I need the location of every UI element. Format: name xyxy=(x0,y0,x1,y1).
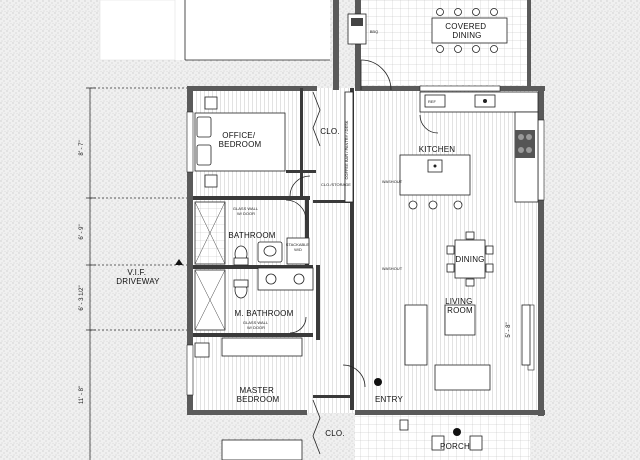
bathroom-fixtures xyxy=(194,201,314,331)
label-vif-driveway: V.I.F. DRIVEWAY xyxy=(116,268,160,286)
dining-set xyxy=(446,231,494,287)
dimension-2: 6' - 9" xyxy=(79,224,85,239)
label-dining: DINING xyxy=(455,255,484,264)
adjacent-lot xyxy=(100,0,330,60)
label-master-bedroom: MASTER BEDROOM xyxy=(237,386,280,404)
label-kitchen: KITCHEN xyxy=(419,145,456,154)
label-ref: REF xyxy=(428,99,437,104)
label-living-room: LIVING ROOM xyxy=(445,297,475,315)
label-washout-2: WASHOUT xyxy=(382,266,403,271)
small-labels: COFFEE BAR / PANTRY / DESK CLO./STORAGE … xyxy=(233,29,437,330)
interior-walls xyxy=(193,88,354,410)
label-clo-bottom: CLO. xyxy=(325,429,344,438)
label-clo-top: CLO. xyxy=(320,127,339,136)
dimension-3: 6' - 3 1/2" xyxy=(79,285,85,310)
covered-dining-set xyxy=(347,8,508,53)
north-arrow-icon xyxy=(175,259,183,265)
label-entry: ENTRY xyxy=(375,395,403,404)
label-glass-wall-2: GLASS WALL W/ DOOR xyxy=(243,320,269,330)
room-labels: COVERED DINING OFFICE/ BEDROOM CLO. KITC… xyxy=(116,22,488,451)
label-m-bathroom: M. BATHROOM xyxy=(235,309,294,318)
label-washout-1: WASHOUT xyxy=(382,179,403,184)
dimension-4: 11' - 8" xyxy=(79,386,85,404)
label-coffee-pantry: COFFEE BAR / PANTRY / DESK xyxy=(344,120,349,179)
label-clo-storage: CLO./STORAGE xyxy=(321,182,351,187)
door-swings xyxy=(285,59,439,388)
label-glass-wall-1: GLASS WALL W/ DOOR xyxy=(233,206,259,216)
dimension-1: 8' - 7" xyxy=(79,140,85,155)
living-furniture xyxy=(404,304,531,391)
label-stackable: STACKABLE W/D xyxy=(286,242,310,252)
windows xyxy=(186,85,545,396)
porch-furniture xyxy=(399,419,483,451)
dimension-5: 5' - 8" xyxy=(506,322,512,337)
closet-doors xyxy=(312,91,321,455)
label-porch: PORCH xyxy=(440,442,470,451)
label-bathroom: BATHROOM xyxy=(228,231,275,240)
label-bbq: BBQ xyxy=(370,29,378,34)
dimension-ticks xyxy=(86,87,190,331)
label-office: OFFICE/ BEDROOM xyxy=(219,131,262,149)
adjacent-lot-shade xyxy=(99,0,176,61)
kitchen-fixtures xyxy=(344,91,539,210)
label-covered-dining: COVERED DINING xyxy=(445,22,488,40)
office-bed xyxy=(194,96,286,188)
master-bed xyxy=(194,337,303,460)
smoke-detector-icon xyxy=(374,378,461,436)
